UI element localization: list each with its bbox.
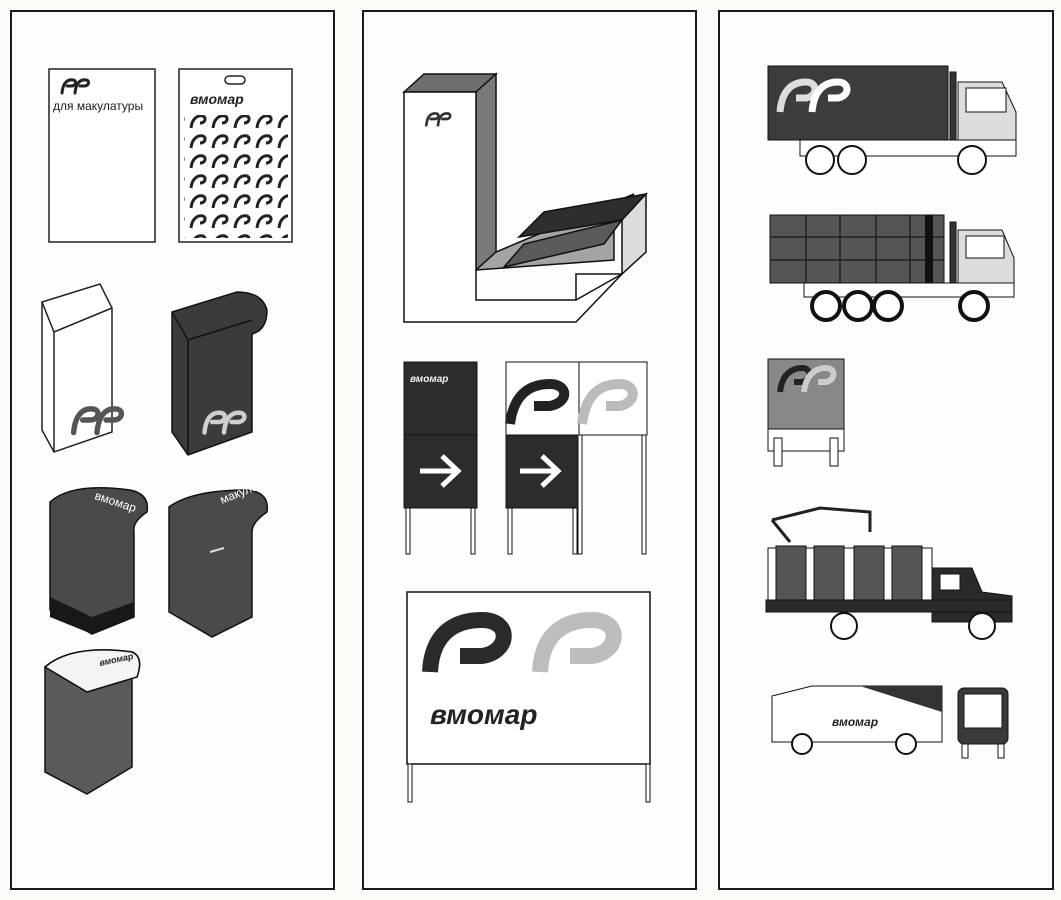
crane-truck: [765, 506, 1013, 640]
wall-bin-dark: [171, 291, 268, 456]
box-truck: [767, 65, 1017, 175]
signpost-1: вмомар: [403, 361, 478, 555]
paper-bag-patterned: вмомар: [178, 68, 293, 243]
street-bin-2: макулатура: [168, 470, 283, 638]
billboard: вмомар: [406, 591, 651, 803]
wall-bin-white: [41, 283, 121, 453]
pp-logo-icon: [577, 378, 638, 425]
van-brand-name: вмомар: [832, 715, 878, 729]
bag-handle-hole: [224, 75, 246, 85]
pp-logo-icon: [422, 611, 512, 673]
signpost-3: [577, 361, 648, 555]
panel-vehicles-drawing: вмомар: [765, 65, 1017, 759]
truck-rear-view: [767, 358, 845, 467]
paper-bag-white: для макулатуры: [48, 68, 156, 243]
bag-brand-name: вмомар: [190, 91, 244, 107]
bag-caption: для макулатуры: [53, 99, 143, 113]
panel-signage: вмомар вмомар: [362, 10, 697, 890]
pp-logo-icon: [808, 78, 851, 113]
pp-logo-pattern: [184, 115, 288, 238]
street-bin-3: вмомар: [43, 649, 141, 795]
panel-bags-and-bins: для макулатуры вмомар вмомар: [10, 10, 335, 890]
sign-brand-name: вмомар: [410, 374, 448, 385]
arrow-right-icon: [420, 454, 462, 488]
van-side: вмомар: [771, 685, 943, 755]
signpost-2: [505, 361, 580, 555]
street-bin-1: вмомар: [49, 486, 149, 635]
panel-signage-drawing: вмомар вмомар: [402, 72, 651, 803]
pp-logo-icon: [776, 78, 819, 113]
pp-logo-icon: [532, 611, 622, 673]
van-rear: [957, 687, 1009, 759]
panel-vehicles: вмомар: [718, 10, 1054, 890]
kiosk-l-shape: [402, 72, 649, 323]
panel-bags-drawing: для макулатуры вмомар вмомар: [41, 68, 293, 795]
pp-logo-icon: [505, 378, 570, 425]
billboard-brand-name: вмомар: [430, 699, 537, 730]
arrow-right-icon: [520, 454, 562, 488]
pp-logo-icon: [801, 364, 837, 393]
container-truck: [769, 214, 1015, 322]
